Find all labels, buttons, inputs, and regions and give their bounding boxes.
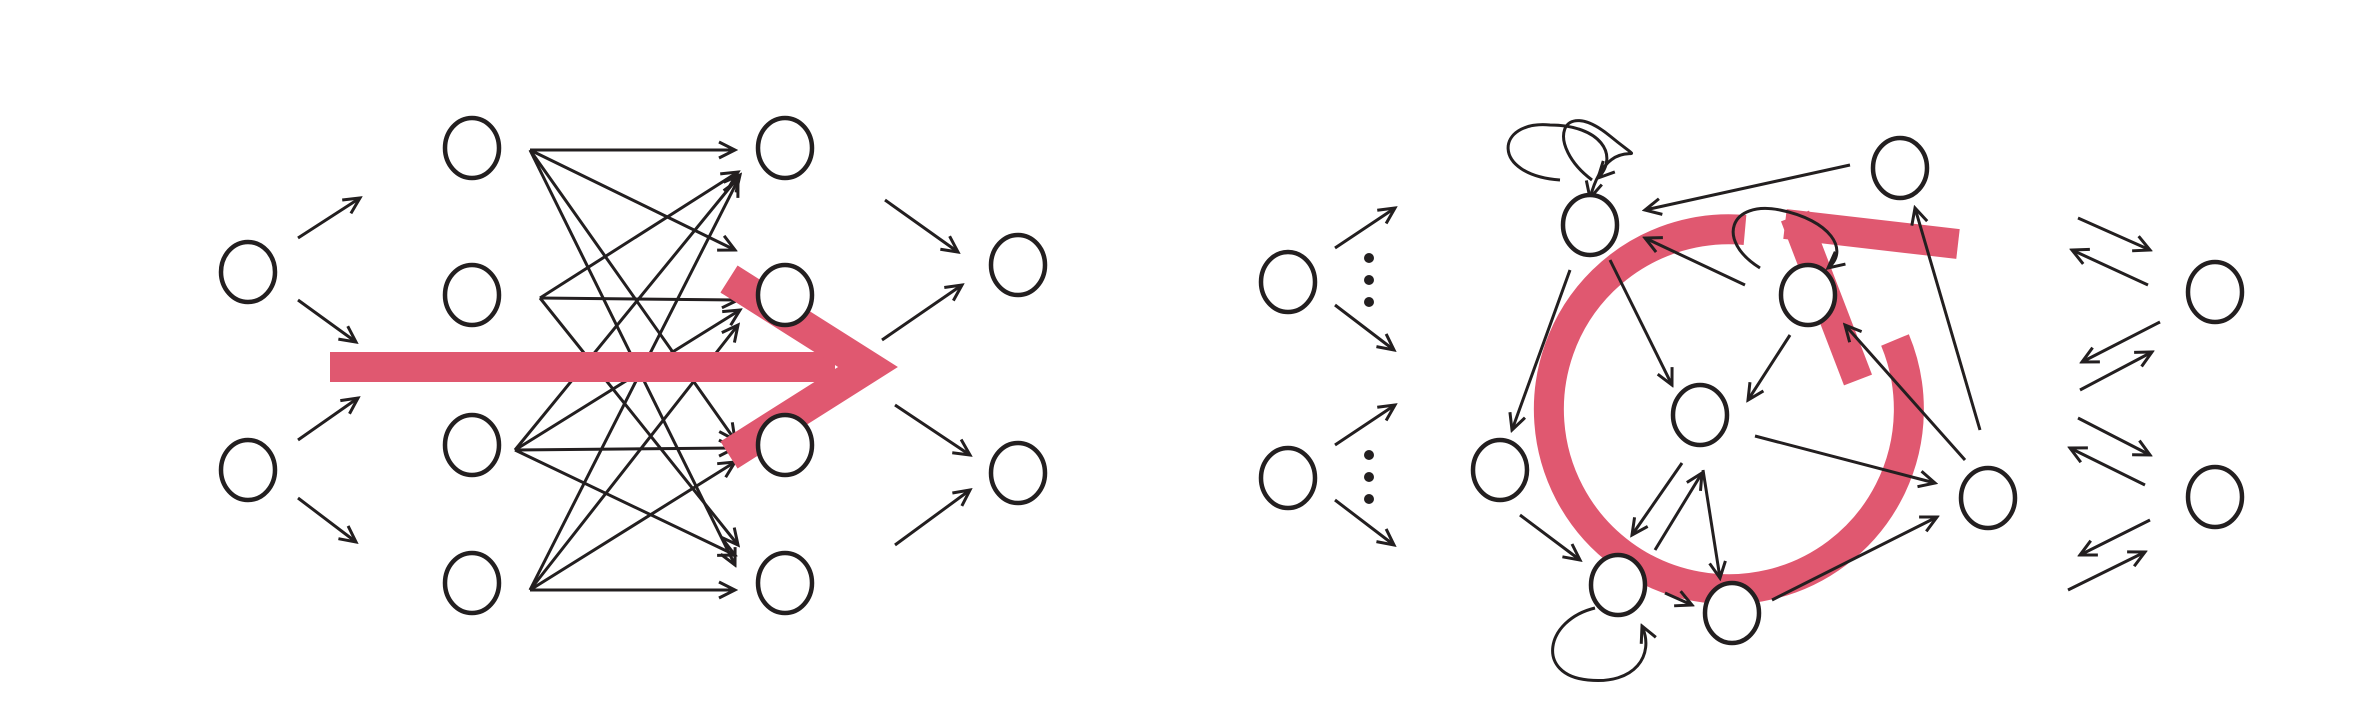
- node: [755, 115, 815, 181]
- recurrent-network: [1258, 119, 2245, 683]
- hidden-nodes: [1470, 135, 2018, 646]
- output-edges: [2068, 216, 2161, 592]
- node: [1958, 465, 2018, 531]
- node: [442, 412, 502, 478]
- input-edges: [297, 198, 360, 542]
- node: [1470, 437, 1530, 503]
- node: [988, 232, 1048, 298]
- ellipsis-dot: [1364, 253, 1374, 263]
- node: [988, 440, 1048, 506]
- input-layer: [218, 239, 278, 503]
- input-layer: [1258, 249, 1318, 511]
- input-edges: [1334, 208, 1395, 545]
- node: [755, 412, 815, 478]
- node: [218, 239, 278, 305]
- node: [1258, 249, 1318, 315]
- node: [1588, 552, 1648, 618]
- node: [2185, 259, 2245, 325]
- ellipsis-dot: [1364, 472, 1374, 482]
- feedforward-network: [218, 115, 1048, 616]
- self-loops: [1506, 119, 1837, 683]
- node: [1702, 580, 1762, 646]
- ellipsis-dot: [1364, 297, 1374, 307]
- node: [1560, 192, 1620, 258]
- node: [1670, 382, 1730, 448]
- output-edges: [881, 198, 970, 547]
- ellipsis-dot: [1364, 450, 1374, 460]
- node: [1258, 445, 1318, 511]
- node: [442, 115, 502, 181]
- output-layer: [988, 232, 1048, 506]
- node: [755, 262, 815, 328]
- recurrent-edges: [1512, 163, 1982, 605]
- ellipsis-dot: [1364, 275, 1374, 285]
- hidden-layer-1: [442, 115, 502, 616]
- ellipsis-dot: [1364, 494, 1374, 504]
- node: [1870, 135, 1930, 201]
- node: [1778, 262, 1838, 328]
- node: [218, 437, 278, 503]
- output-layer: [2185, 259, 2245, 530]
- hidden-layer-2: [755, 115, 815, 616]
- node: [442, 550, 502, 616]
- node: [755, 550, 815, 616]
- cycle-arrow-icon: [1533, 209, 1960, 605]
- node: [442, 262, 502, 328]
- node: [2185, 464, 2245, 530]
